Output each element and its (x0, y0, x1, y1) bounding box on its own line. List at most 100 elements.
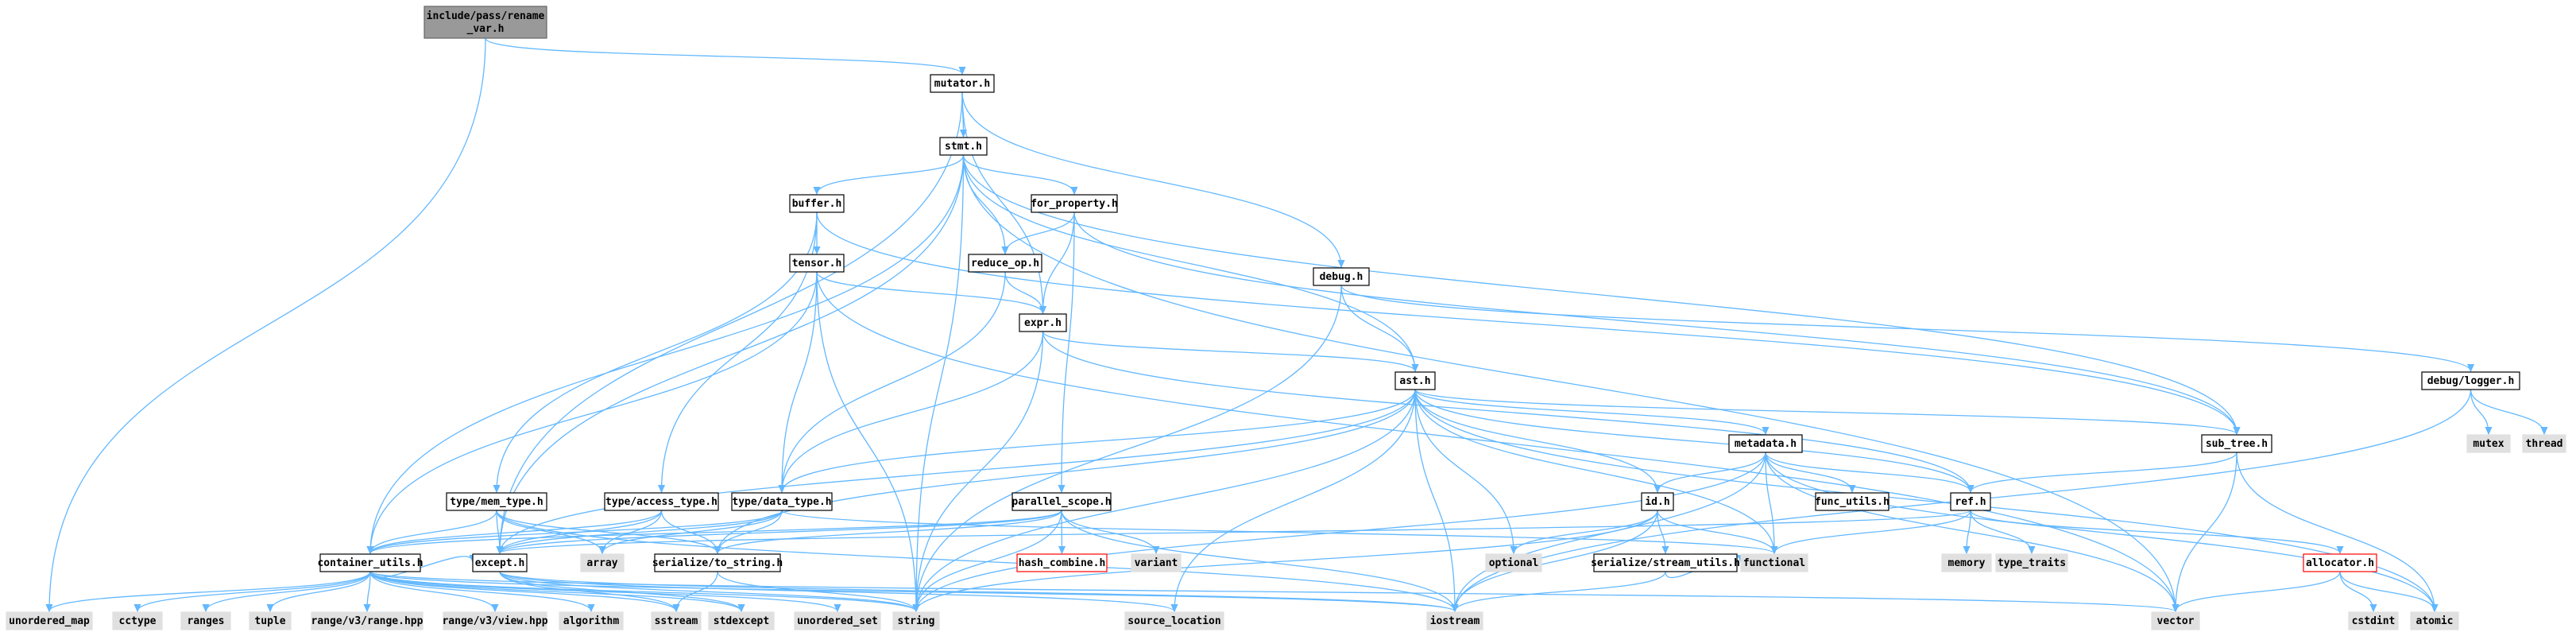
edge-parallel_scope-to-variant (1061, 510, 1156, 553)
node-tensor[interactable]: tensor.h (789, 254, 845, 273)
node-metadata[interactable]: metadata.h (1728, 434, 1803, 453)
node-label: type_traits (1998, 557, 2066, 569)
node-array: array (580, 553, 625, 572)
node-box (1131, 553, 1182, 572)
node-box (968, 254, 1042, 273)
node-sub-tree[interactable]: sub_tree.h (2201, 434, 2272, 453)
node-mutex: mutex (2466, 434, 2511, 453)
edge-container_utils-to-vector (369, 571, 2176, 611)
node-label: for_property.h (1031, 198, 1118, 210)
node-expr[interactable]: expr.h (1019, 313, 1067, 332)
node-label: optional (1489, 557, 1539, 569)
node-except[interactable]: except.h (472, 553, 528, 572)
node-func-utils[interactable]: func_utils.h (1815, 492, 1889, 511)
edge-tensor-to-expr (816, 271, 1043, 313)
node-ast[interactable]: ast.h (1394, 371, 1436, 390)
node-algorithm: algorithm (559, 611, 624, 630)
edge-metadata-to-id (1657, 452, 1766, 492)
edge-container_utils-to-tuple (270, 571, 371, 611)
node-debug-logger[interactable]: debug/logger.h (2421, 371, 2520, 390)
node-label: tensor.h (792, 258, 842, 270)
edge-parallel_scope-to-to_string (717, 510, 1062, 553)
edge-ast-to-source_location (1174, 389, 1416, 611)
node-label: type/data_type.h (732, 496, 831, 508)
node-label: memory (1948, 557, 1986, 569)
file-nodes: include/pass/rename_var.h mutator.h stmt.h… (6, 6, 2566, 630)
node-label: stdexcept (714, 615, 769, 627)
edge-except-to-sstream (499, 571, 676, 611)
node-for-property[interactable]: for_property.h (1031, 194, 1118, 213)
node-label: range/v3/view.hpp (442, 615, 547, 627)
edge-stmt-to-except (500, 154, 965, 553)
node-access-type[interactable]: type/access_type.h (604, 492, 719, 511)
edge-container_utils-to-string (369, 571, 916, 611)
node-tuple: tuple (249, 611, 292, 630)
node-ref[interactable]: ref.h (1950, 492, 1991, 511)
edge-data_type-to-except (500, 510, 783, 553)
node-buffer[interactable]: buffer.h (789, 194, 845, 213)
node-label: metadata.h (1735, 438, 1797, 450)
edge-id-to-string (916, 510, 1658, 611)
node-box (1031, 194, 1118, 213)
node-reduce-op[interactable]: reduce_op.h (968, 254, 1042, 273)
edge-access_type-to-container_utils (370, 510, 663, 553)
node-label: ast.h (1399, 375, 1430, 387)
node-container-utils[interactable]: container_utils.h (317, 553, 424, 572)
node-cctype: cctype (112, 611, 163, 630)
edge-id-to-stream_utils (1657, 510, 1665, 553)
edge-metadata-to-string (916, 452, 1766, 611)
node-stream-utils[interactable]: serialize/stream_utils.h (1591, 553, 1740, 572)
node-mutator[interactable]: mutator.h (930, 74, 995, 93)
node-vector: vector (2151, 611, 2200, 630)
node-label: variant (1135, 557, 1178, 569)
node-hash-combine: hash_combine.h (1016, 553, 1108, 572)
node-sstream: sstream (651, 611, 702, 630)
node-optional: optional (1485, 553, 1542, 572)
node-box (2303, 553, 2377, 572)
edge-stmt-to-ast (962, 154, 1416, 371)
node-label: buffer.h (792, 198, 842, 210)
edge-ref-to-type_traits (1970, 510, 2032, 553)
node-string: string (892, 611, 940, 630)
edge-stmt-to-container_utils (370, 154, 965, 553)
node-data-type[interactable]: type/data_type.h (731, 492, 833, 511)
edge-mem_type-to-container_utils (370, 510, 497, 553)
edge-except-to-stdexcept (499, 571, 741, 611)
node-box (2151, 611, 2200, 630)
edge-buffer-to-sub_tree (816, 211, 2237, 434)
edge-parallel_scope-to-container_utils (370, 510, 1062, 553)
node-root[interactable]: include/pass/rename_var.h (424, 6, 547, 39)
node-label: debug.h (1320, 271, 1363, 283)
node-id[interactable]: id.h (1641, 492, 1674, 511)
node-label: vector (2157, 615, 2195, 627)
edge-ast-to-string (916, 389, 1416, 611)
node-box (2201, 434, 2272, 453)
node-box (1740, 553, 1808, 572)
edge-parallel_scope-to-iostream (1061, 510, 1455, 611)
edge-metadata-to-ref (1765, 452, 1971, 492)
edge-ast-to-functional (1414, 389, 1774, 553)
edge-stmt-to-buffer (817, 154, 965, 194)
edge-ast-to-ref (1414, 389, 1971, 492)
node-to-string[interactable]: serialize/to_string.h (652, 553, 783, 572)
edge-tensor-to-container_utils (370, 271, 818, 553)
node-label: serialize/to_string.h (652, 557, 783, 569)
node-box (1941, 553, 1992, 572)
node-box (789, 254, 845, 273)
node-cstdint: cstdint (2348, 611, 2399, 630)
node-stmt[interactable]: stmt.h (939, 137, 988, 156)
node-box (1016, 553, 1108, 572)
node-mem-type[interactable]: type/mem_type.h (446, 492, 547, 511)
edge-ast-to-to_string (717, 389, 1416, 553)
edge-tensor-to-data_type (782, 271, 818, 492)
node-box (654, 553, 781, 572)
node-debug[interactable]: debug.h (1313, 267, 1370, 286)
edge-ast-to-metadata (1414, 389, 1766, 434)
node-box (1011, 492, 1112, 511)
node-type-traits: type_traits (1995, 553, 2068, 572)
edge-sub_tree-to-vector (2176, 452, 2238, 611)
node-box (651, 611, 702, 630)
node-box (892, 611, 940, 630)
node-ranges: ranges (180, 611, 231, 630)
node-parallel-scope[interactable]: parallel_scope.h (1011, 492, 1112, 511)
